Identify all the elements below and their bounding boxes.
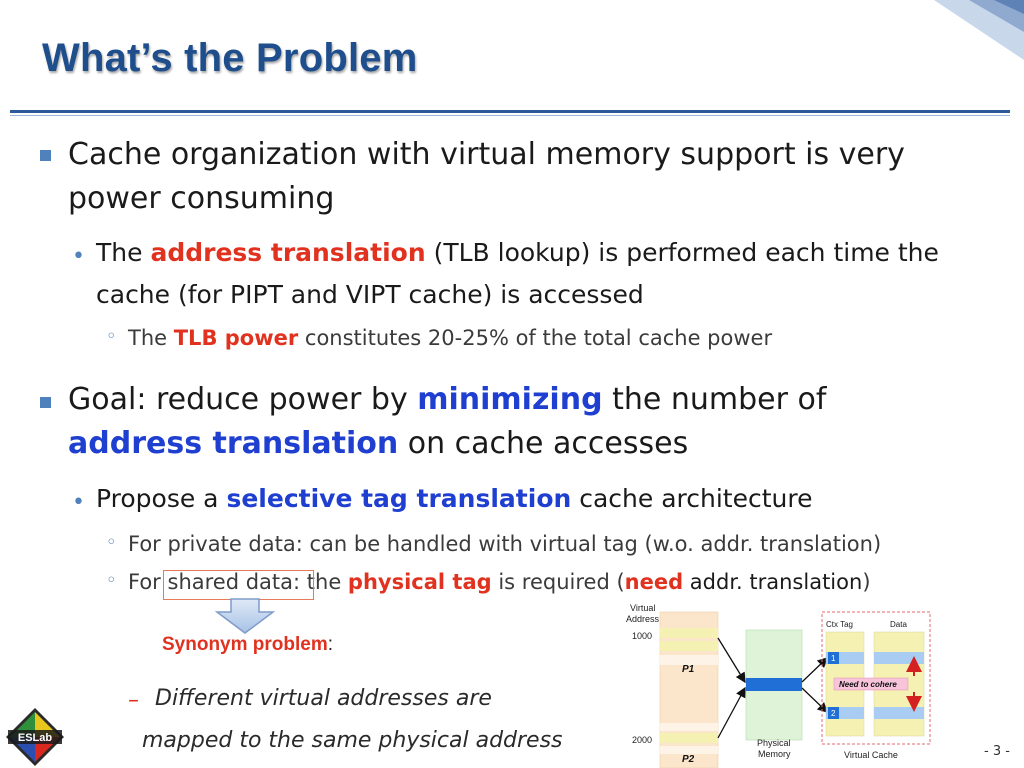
subsub-bullet-private-data: For private data: can be handled with vi… [128,529,1008,559]
bullet-text: Propose a [96,484,227,513]
bullet-text: the number of [602,382,827,417]
bullet-text: constitutes 20-25% of the total cache po… [298,326,773,350]
virtual-gap [660,655,718,665]
bullet-text: cache architecture [571,484,813,513]
mapping-arrow [717,637,746,684]
virtual-address-label: Virtual [630,603,655,613]
virtual-cache-label: Virtual Cache [844,750,898,760]
virtual-stripe [660,628,718,638]
shared-data-text: shared data: [167,570,301,594]
shared-data-highlight-box [163,570,314,600]
ring-bullet-icon: ◦ [106,532,117,553]
sub-bullet-selective-tag: Propose a selective tag translation cach… [96,478,996,520]
synonym-description-line1: Different virtual addresses are [155,686,492,711]
page-number: - 3 - [984,744,1010,759]
bullet-text: cache (for PIPT and VIPT cache) is acces… [96,280,644,309]
address-1000-label: 1000 [632,631,652,641]
bullet-text: on cache accesses [398,426,689,461]
need-to-cohere-tag [833,677,909,691]
subsub-bullet-shared-data: For shared data: the physical tag is req… [128,567,1008,597]
virtual-gap [660,723,718,731]
bullet-text: is required ( [491,570,625,594]
physical-memory-label: Memory [758,749,791,759]
cache-line-2-data [874,707,924,719]
corner-decoration [934,0,1024,60]
cache-arrow [801,687,828,713]
ring-bullet-icon: ◦ [106,326,117,347]
logo-text: ESLab [18,732,53,744]
virtual-address-label: Address [626,614,660,624]
bullet-text: addr. translation [683,570,863,594]
emphasis-selective-tag-translation: selective tag translation [226,484,572,513]
bullet-goal: Goal: reduce power by minimizing the num… [68,378,998,466]
address-2000-label: 2000 [632,735,652,745]
bullet-text: The [128,326,174,350]
dot-bullet-icon: • [72,244,85,269]
emphasis-tlb-power: TLB power [173,326,299,350]
emphasis-physical-tag: physical tag [347,570,492,594]
slide-title: What’s the Problem [42,36,418,80]
bullet-power-consuming: Cache organization with virtual memory s… [68,133,998,221]
entry-2-marker [828,707,839,719]
data-header: Data [890,620,907,629]
dot-bullet-icon: • [72,490,85,515]
physical-memory-label: Physical [757,738,791,748]
emphasis-address-translation-2: address translation [68,426,399,461]
bullet-text: For private data: can be handled with vi… [128,532,882,556]
virtual-stripe [660,733,718,743]
synonym-problem-heading: Synonym problem: [162,634,333,656]
emphasis-minimizing: minimizing [417,382,603,417]
bullet-text: the [300,570,348,594]
bullet-text: For [128,570,168,594]
emphasis-need: need [624,570,684,594]
process-p2-label: P2 [682,754,695,765]
cache-arrow [801,657,828,683]
ctx-tag-header: Ctx Tag [826,620,853,629]
subsub-bullet-tlb-power: The TLB power constitutes 20-25% of the … [128,323,1008,353]
synonym-diagram: Virtual Address 1000 2000 P1 P2 Physical… [626,603,931,768]
dash-bullet-icon: – [128,688,139,713]
synonym-colon: : [327,634,334,655]
bullet-text: Goal: reduce power by [68,382,418,417]
entry-1-marker [828,652,839,664]
entry-2-label: 2 [831,709,836,718]
shared-physical-page [746,678,802,691]
ring-bullet-icon: ◦ [106,570,117,591]
emphasis-address-translation: address translation [150,238,426,267]
title-divider-light [10,115,1010,116]
sub-bullet-address-translation: The address translation (TLB lookup) is … [96,232,996,316]
need-to-cohere-label: Need to cohere [839,680,897,689]
cache-line-1-data [874,652,924,664]
synonym-description-line2: mapped to the same physical address [142,728,563,753]
square-bullet-icon [40,397,51,408]
bullet-text: ) [862,570,871,594]
bullet-text: (TLB lookup) is performed each time the [425,238,939,267]
bullet-text: Cache organization with virtual memory s… [68,137,905,172]
bullet-text: power consuming [68,181,335,216]
down-arrow-icon [215,598,275,634]
bullet-text: The [96,238,151,267]
process-p1-label: P1 [682,664,695,675]
eslab-logo: ESLab [6,708,64,766]
synonym-problem-label: Synonym problem [162,634,328,655]
virtual-gap [660,746,718,754]
square-bullet-icon [40,150,51,161]
title-divider [10,110,1010,113]
virtual-stripe [660,641,718,651]
entry-1-label: 1 [831,654,836,663]
mapping-arrow [717,686,746,739]
